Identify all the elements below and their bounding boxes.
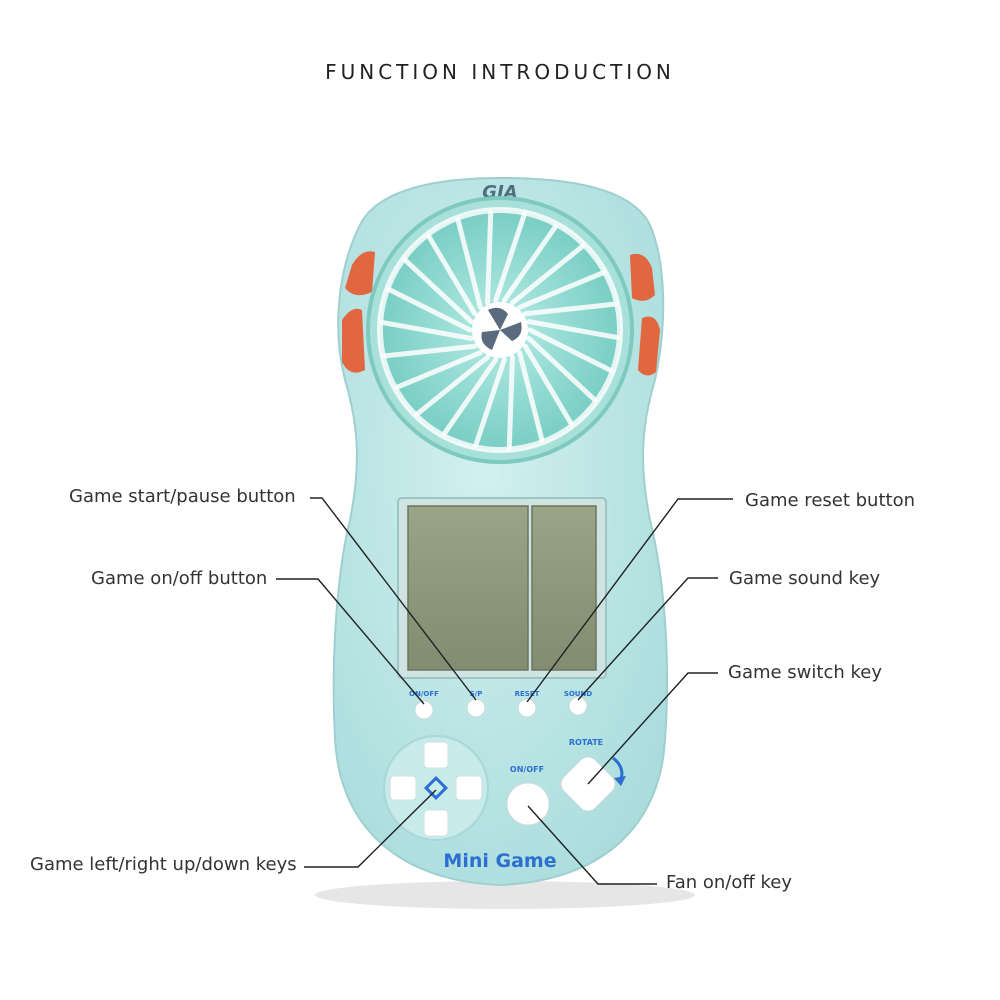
label-on-off: Game on/off button <box>91 568 268 589</box>
fan-grille-spoke <box>426 233 478 317</box>
fan-grille-spoke <box>394 350 483 390</box>
fan-grille-spoke <box>527 327 614 373</box>
label-sound: Game sound key <box>729 568 881 589</box>
dpad-left[interactable] <box>389 775 417 801</box>
dpad[interactable] <box>389 741 483 837</box>
callout-line-fan <box>527 805 657 885</box>
fan-grille-spoke <box>526 335 598 403</box>
on-off-button[interactable] <box>414 700 434 720</box>
label-start-pause: Game start/pause button <box>69 486 296 507</box>
callout-line-start-pause <box>310 497 477 701</box>
game-screen-left <box>407 505 529 671</box>
callout-line-switch <box>587 672 718 785</box>
label-fan: Fan on/off key <box>666 872 792 893</box>
dpad-right[interactable] <box>455 775 483 801</box>
fan-grille-spoke <box>441 357 499 437</box>
fan-grille-spoke <box>522 343 574 427</box>
fan-grille-spoke <box>386 287 473 333</box>
label-dpad: Game left/right up/down keys <box>30 854 297 875</box>
fan-grille-spoke <box>517 350 545 443</box>
fan-grille-spoke <box>382 343 478 359</box>
callout-line-dpad <box>304 789 437 868</box>
callout-line-reset <box>526 498 733 703</box>
sound-button[interactable] <box>568 696 588 716</box>
callout-line-sound <box>577 577 718 701</box>
label-switch: Game switch key <box>728 662 883 683</box>
fan-grille-spoke <box>379 319 474 341</box>
callout-line-on-off <box>276 578 425 705</box>
dpad-up[interactable] <box>423 741 449 769</box>
device-name: Mini Game <box>443 850 556 872</box>
fan-hub-icon <box>481 307 522 350</box>
fan-on-off-label: ON/OFF <box>510 765 544 774</box>
device-shadow <box>315 881 695 909</box>
fan <box>366 196 634 464</box>
reset-label: RESET <box>515 690 540 698</box>
fan-grille-spoke <box>522 301 618 317</box>
fan-grille-spoke <box>402 257 474 325</box>
side-light-right-top <box>630 253 655 301</box>
fan-on-off-button[interactable] <box>506 782 550 826</box>
on-off-label: ON/OFF <box>409 690 439 698</box>
game-screen-right <box>531 505 597 671</box>
fan-grille-spoke <box>455 217 483 310</box>
page-title: FUNCTION INTRODUCTION <box>325 60 675 84</box>
sound-label: SOUND <box>564 690 593 698</box>
start-pause-label: S/P <box>470 690 483 698</box>
dpad-down[interactable] <box>423 809 449 837</box>
fan-grille-spoke <box>414 354 491 417</box>
dpad-center-icon <box>423 775 449 801</box>
fan-grille-spoke <box>473 357 507 448</box>
rotate-label: ROTATE <box>569 738 603 747</box>
fan-grille-spoke <box>526 319 621 341</box>
label-reset: Game reset button <box>745 490 915 511</box>
fan-grille-spoke <box>509 243 586 306</box>
fan-grille-spoke <box>517 270 606 310</box>
side-light-left-top <box>345 251 375 296</box>
side-light-right-bottom <box>638 316 660 376</box>
fan-grille-spoke <box>493 212 527 303</box>
fan-grille-spoke <box>501 223 559 303</box>
fan-grille-spoke <box>506 354 515 451</box>
start-pause-button[interactable] <box>466 698 486 718</box>
reset-button[interactable] <box>517 698 537 718</box>
side-light-left-bottom <box>342 308 365 373</box>
fan-grille-spoke <box>485 209 494 306</box>
